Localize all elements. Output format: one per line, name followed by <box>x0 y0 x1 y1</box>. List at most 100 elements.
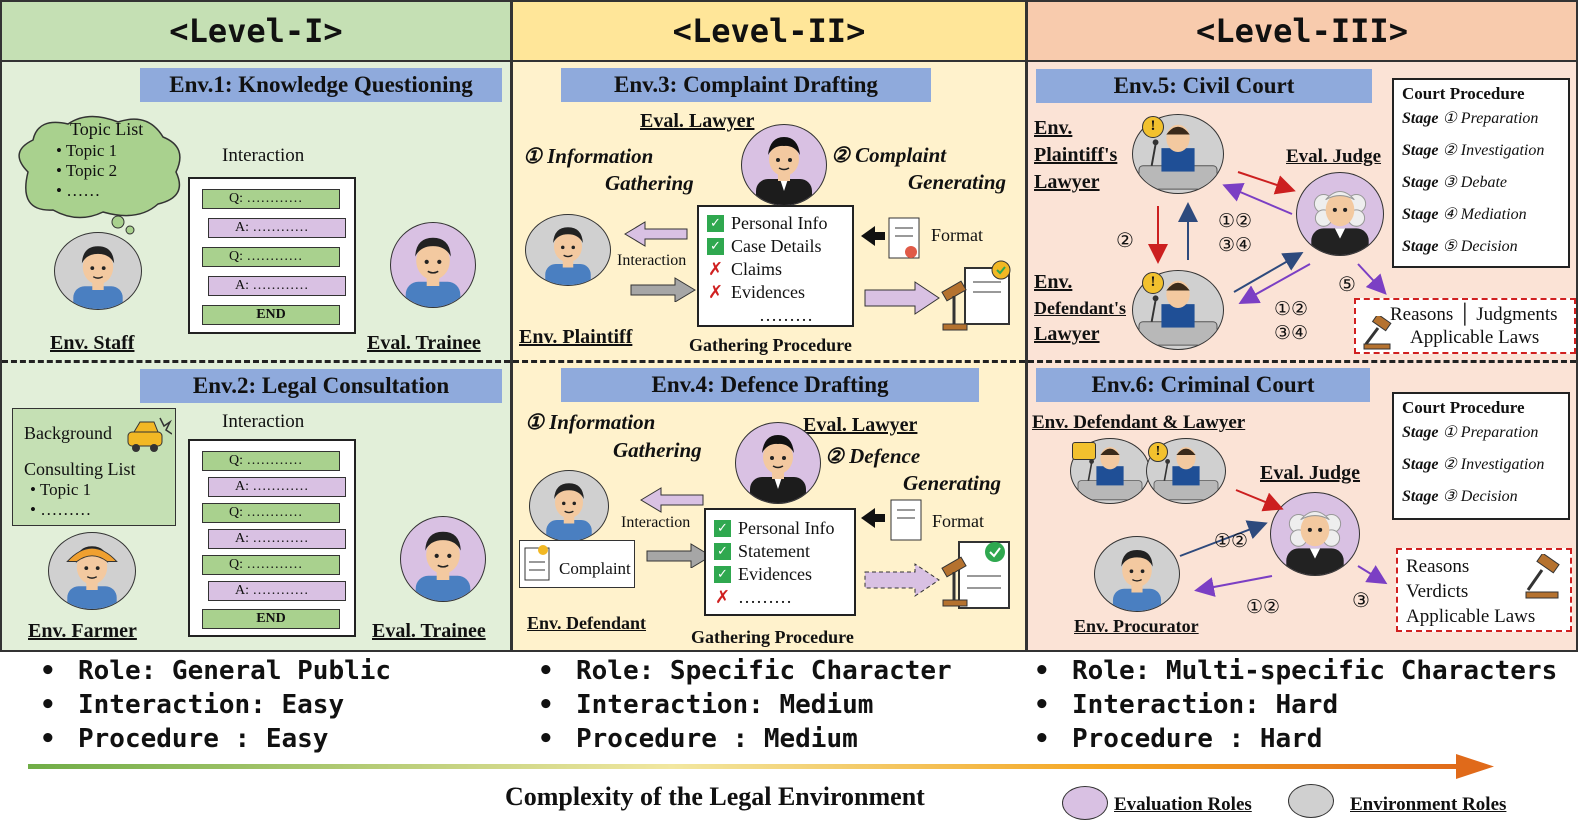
plaintiff-lawyer-label: Env. <box>1034 117 1073 139</box>
divider <box>513 360 1025 363</box>
item-text: Personal Info <box>738 518 835 538</box>
plaintiff-lawyer-label: Plaintiff's <box>1034 144 1118 166</box>
level-2-panel: <Level-II> Env.3: Complaint Drafting Eva… <box>511 0 1027 652</box>
stage-num: ② <box>1442 456 1457 473</box>
judge-label: Eval. Judge <box>1286 146 1382 167</box>
topic-item: • Topic 2 <box>56 161 118 180</box>
court-arrows <box>1148 171 1387 304</box>
court-procedure-box: Court Procedure Stage ① Preparation Stag… <box>1392 392 1570 520</box>
document-icon <box>524 545 550 581</box>
qa-question: Q: ………… <box>202 189 340 209</box>
procurator-avatar <box>1094 536 1180 612</box>
court-arrows <box>1179 489 1388 597</box>
gavel-icon <box>1525 554 1560 599</box>
gavel-icon <box>1363 316 1392 350</box>
plaintiff-lawyer-label: Lawyer <box>1034 171 1100 193</box>
qa-end: END <box>202 305 340 325</box>
stage-row: Stage ② Investigation <box>1402 140 1560 172</box>
interaction-arrows <box>640 487 712 568</box>
farmer-avatar <box>48 532 136 610</box>
topic-item: • …… <box>56 181 101 200</box>
gather-item: ✓Case Details <box>707 235 844 258</box>
step-1-label: ① Information <box>525 410 656 434</box>
interaction-label: Interaction <box>617 252 687 269</box>
consulting-list-label: Consulting List <box>24 459 136 479</box>
judge-avatar <box>1270 492 1360 576</box>
property-item: •Role: General Public <box>40 656 392 686</box>
topic-list-label: Topic List <box>70 119 144 139</box>
car-crash-icon <box>127 417 172 452</box>
property-text: Role: Specific Character <box>576 656 952 686</box>
stage-row: Stage ⑤ Decision <box>1402 236 1560 268</box>
procedure-title: Court Procedure <box>1402 398 1525 417</box>
level-2-properties: •Role: Specific Character •Interaction: … <box>538 656 952 758</box>
judge-label: Eval. Judge <box>1260 462 1361 484</box>
stage-num: ① <box>1442 110 1457 127</box>
trainee-avatar <box>400 516 486 602</box>
gather-item: ✗……… <box>714 586 846 609</box>
axis-label: Complexity of the Legal Environment <box>505 782 925 811</box>
stage-name: Debate <box>1460 174 1507 191</box>
env6-title: Env.6: Criminal Court <box>1036 368 1370 402</box>
gathering-box: ✓ Personal Info ✓Statement ✓Evidences ✗……… <box>704 508 856 616</box>
speech-bubble-icon <box>1072 442 1096 460</box>
complexity-arrow <box>28 754 1494 779</box>
lawyer-avatar <box>741 124 827 206</box>
item-text: Evidences <box>731 282 805 302</box>
property-item: •Interaction: Hard <box>1034 690 1339 720</box>
stage-row: Stage ④ Mediation <box>1402 204 1560 236</box>
property-text: Procedure : Medium <box>576 724 858 754</box>
stage-number: ①② <box>1214 531 1249 552</box>
stage-number: ①② <box>1246 597 1281 618</box>
stage-row: Stage ① Preparation <box>1402 422 1560 454</box>
stage-name: Investigation <box>1460 456 1545 473</box>
item-text: ……… <box>738 587 792 607</box>
env4-title: Env.4: Defence Drafting <box>561 368 979 402</box>
step-2-label: ② Defence <box>825 444 921 468</box>
topic-item: • ……… <box>30 500 92 519</box>
trainee-avatar <box>390 222 476 308</box>
interaction-arrows <box>624 221 696 302</box>
stage-name: Preparation <box>1460 424 1539 441</box>
property-item: •Procedure : Easy <box>40 724 329 754</box>
check-icon: ✓ <box>707 238 724 255</box>
step-1-label: ① Information <box>523 144 654 168</box>
stage-name: Investigation <box>1460 142 1545 159</box>
stage-word: Stage <box>1402 174 1439 191</box>
qa-box: Q: ………… A: ………… Q: ………… A: ………… END <box>188 177 356 334</box>
level-1-header: <Level-I> <box>2 2 510 62</box>
defendant-lawyer-label: Lawyer <box>1034 323 1100 345</box>
topic-text: Topic 2 <box>65 161 118 180</box>
gather-item: ✓Statement <box>714 540 846 563</box>
property-item: •Interaction: Medium <box>538 690 874 720</box>
output-line: Verdicts <box>1406 581 1469 602</box>
staff-label: Env. Staff <box>50 332 135 354</box>
check-icon: ✓ <box>714 520 731 537</box>
topic-text: ……… <box>40 500 92 519</box>
property-text: Interaction: Hard <box>1072 690 1339 720</box>
gather-item: ✓Evidences <box>714 563 846 586</box>
qa-answer: A: ………… <box>208 477 346 497</box>
topic-text: Topic 1 <box>65 141 118 160</box>
gather-item: ✓ Personal Info <box>714 517 846 540</box>
env1-title: Env.1: Knowledge Questioning <box>140 68 502 102</box>
level-3-header: <Level-III> <box>1028 2 1576 62</box>
check-icon: ✓ <box>714 566 731 583</box>
level-1-panel: <Level-I> Env.1: Knowledge Questioning T… <box>0 0 512 652</box>
stage-row: Stage ① Preparation <box>1402 108 1560 140</box>
stage-name: Preparation <box>1460 110 1539 127</box>
gather-item: ……… <box>759 305 813 325</box>
gathering-box: ✓Personal Info ✓Case Details ✗Claims ✗Ev… <box>697 205 854 327</box>
stage-word: Stage <box>1402 110 1439 127</box>
judge-avatar <box>1296 172 1384 256</box>
qa-question: Q: ………… <box>202 451 340 471</box>
interaction-label: Interaction <box>222 411 305 432</box>
defendant-lawyer-label: Defendant's <box>1034 298 1127 318</box>
item-text: Claims <box>731 259 783 279</box>
property-text: Role: General Public <box>78 656 392 686</box>
level-1-properties: •Role: General Public •Interaction: Easy… <box>40 656 391 758</box>
farmer-label: Env. Farmer <box>28 620 137 642</box>
qa-answer: A: ………… <box>208 581 346 601</box>
item-text: Personal Info <box>731 213 828 233</box>
format-flow <box>861 217 940 315</box>
